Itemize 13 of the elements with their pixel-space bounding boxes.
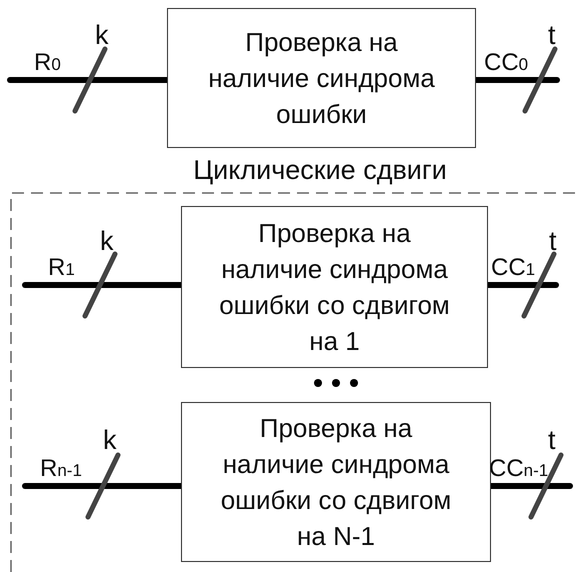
bus-width-label: t	[548, 425, 556, 455]
bus-width-label: k	[103, 425, 116, 455]
bus-width-label: t	[548, 20, 556, 50]
box-text: Проверка на наличие синдрома ошибки со сдвигом на N-1	[220, 412, 452, 553]
group-heading: Циклические сдвиги	[192, 154, 448, 187]
box-text: Проверка на наличие синдрома ошибки со сдвигом на 1	[218, 217, 451, 358]
process-box	[167, 8, 476, 148]
box-text: Проверка на наличие синдрома ошибки	[207, 26, 436, 131]
process-box	[181, 206, 488, 368]
bus-width-label: k	[100, 226, 114, 256]
bus-width-label: k	[95, 20, 108, 50]
process-box	[181, 402, 491, 562]
bus-width-label: t	[549, 226, 557, 256]
